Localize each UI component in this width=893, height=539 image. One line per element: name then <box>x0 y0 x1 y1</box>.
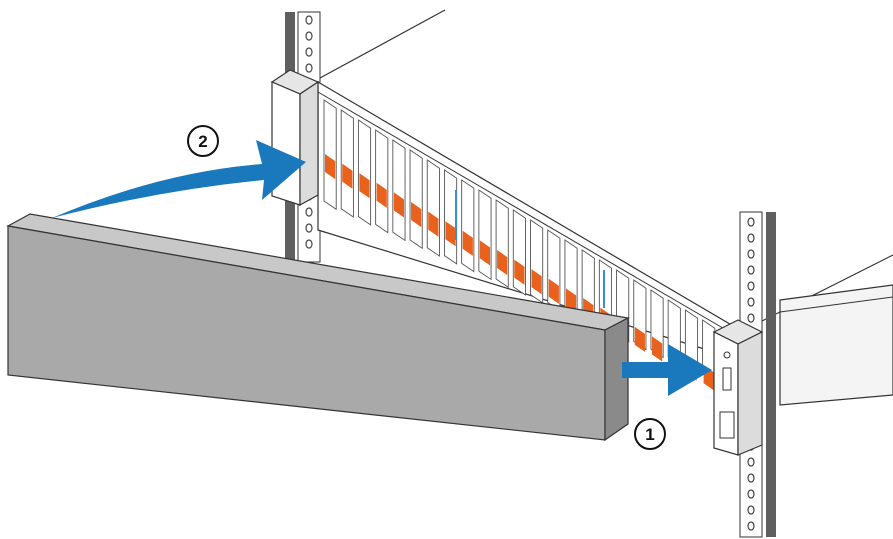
right-rack-hole <box>747 313 755 323</box>
left-rack-hole <box>305 239 313 249</box>
drive-release-tab <box>462 230 473 256</box>
drive-release-tab <box>445 221 456 247</box>
left-rack-hole <box>305 31 313 41</box>
drive-bay <box>409 149 423 250</box>
step-callout-2-circle <box>187 125 219 157</box>
step-callout-2-label: 2 <box>198 132 207 151</box>
front-bezel-end <box>604 317 629 442</box>
front-bezel <box>6 213 630 442</box>
drive-bay <box>323 99 337 211</box>
drive-bay <box>444 169 458 265</box>
drive-release-tab <box>393 192 405 218</box>
drive-release-tab <box>325 154 336 180</box>
step-callout-2: 2 <box>187 125 219 157</box>
drive-release-tab <box>548 278 559 304</box>
right-rack-hole <box>747 457 755 467</box>
drive-release-tab <box>514 259 525 285</box>
right-rack-hole <box>747 233 755 243</box>
left-rack-hole <box>305 223 313 233</box>
right-rack-ear-side <box>737 331 763 456</box>
right-rack-hole <box>747 297 755 307</box>
left-rack-hole <box>305 63 313 73</box>
drive-bay <box>392 139 406 242</box>
arrow-step-2 <box>52 140 306 218</box>
right-rack-hole <box>747 521 755 531</box>
drive-release-tab <box>342 163 353 189</box>
step-callout-1-circle <box>634 418 666 450</box>
drive-bay <box>357 119 372 226</box>
drive-release-tab <box>651 336 663 362</box>
right-rack-hole <box>747 265 755 275</box>
right-rack-ear-slot-upper <box>722 367 732 391</box>
left-rack-hole <box>305 15 313 25</box>
drive-bay <box>461 179 475 273</box>
right-rack-hole <box>747 505 755 515</box>
drive-bay <box>340 109 354 218</box>
right-rack-ear-latch <box>719 411 735 439</box>
right-rack-hole <box>747 217 755 227</box>
right-rack-ear-led <box>723 351 731 359</box>
chassis-top-rim <box>317 91 741 339</box>
drive-release-tab <box>428 211 439 237</box>
left-rack-ear-side <box>299 80 319 207</box>
right-rack-hole <box>747 489 755 499</box>
drive-release-tab <box>411 202 422 228</box>
drive-bay <box>426 159 440 257</box>
left-rack-hole <box>305 47 313 57</box>
right-rack-hole <box>747 249 755 259</box>
right-rack-ear <box>712 319 764 456</box>
drive-bay <box>478 189 492 281</box>
adjacent-unit-face <box>779 284 893 406</box>
right-rack-post-rail <box>766 212 776 537</box>
adjacent-unit-edge <box>779 296 893 313</box>
left-rack-hole <box>305 207 313 217</box>
right-rack-hole <box>747 281 755 291</box>
drive-release-tab <box>634 326 645 352</box>
drive-release-tab <box>497 250 508 276</box>
step-callout-1: 1 <box>634 418 666 450</box>
drive-bay <box>375 129 389 234</box>
arrow-step-1 <box>622 344 712 396</box>
drive-release-tab <box>479 240 491 266</box>
drive-release-tab <box>359 173 370 199</box>
drive-release-tab <box>531 269 542 295</box>
drive-release-tab <box>376 182 387 208</box>
step-callout-1-label: 1 <box>645 425 654 444</box>
right-rack-hole <box>747 473 755 483</box>
adjacent-unit <box>779 284 893 406</box>
